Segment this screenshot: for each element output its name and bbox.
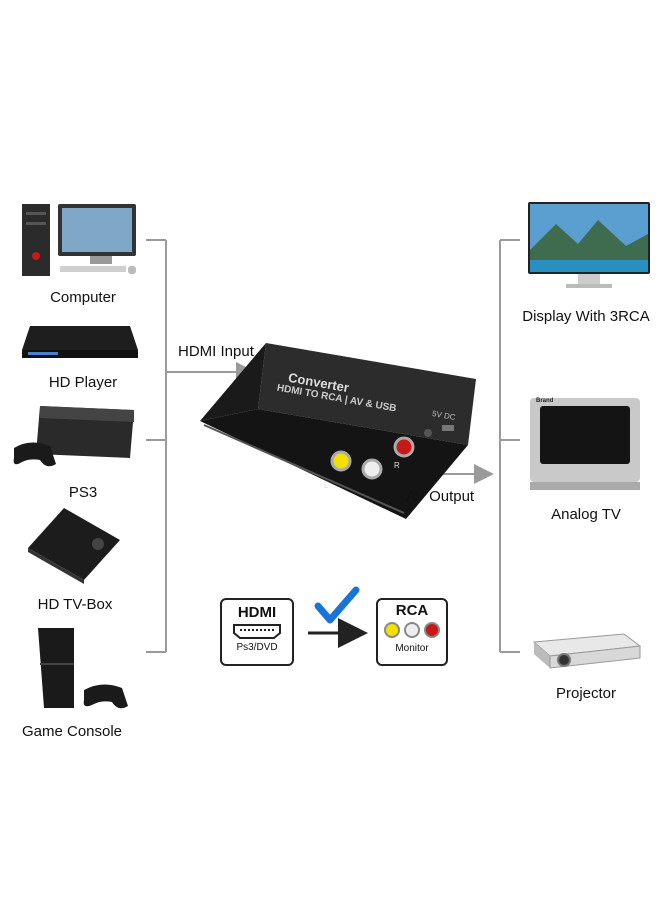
hd-player-icon bbox=[20, 322, 140, 362]
tv-brand: Brand bbox=[536, 398, 553, 404]
converter-rca-l: L bbox=[324, 481, 328, 490]
check-icon bbox=[314, 586, 360, 626]
game-console-icon bbox=[30, 624, 140, 714]
source-label-ps3: PS3 bbox=[0, 484, 166, 501]
computer-icon bbox=[20, 200, 140, 280]
output-label-projector: Projector bbox=[506, 685, 660, 702]
rca-badge-title: RCA bbox=[378, 602, 446, 619]
output-label-analog-tv: Analog TV bbox=[506, 506, 660, 523]
analog-tv-icon: Brand bbox=[528, 396, 642, 492]
rca-badge: RCA Monitor bbox=[376, 598, 448, 666]
rca-jacks-icon bbox=[378, 619, 446, 641]
rca-white-jack bbox=[363, 460, 381, 478]
ps3-icon bbox=[10, 402, 140, 472]
source-label-computer: Computer bbox=[0, 289, 166, 306]
output-label-display: Display With 3RCA bbox=[506, 308, 660, 325]
rca-badge-sub: Monitor bbox=[378, 643, 446, 654]
av-output-label: AV Output bbox=[406, 488, 474, 505]
rca-red-jack bbox=[395, 438, 413, 456]
hdmi-badge-sub: Ps3/DVD bbox=[222, 642, 292, 653]
source-label-hd-player: HD Player bbox=[0, 374, 166, 391]
hdmi-badge: HDMI Ps3/DVD bbox=[220, 598, 294, 666]
display-icon bbox=[526, 200, 652, 292]
converter-rca-r: R bbox=[394, 461, 400, 470]
rca-yellow-jack bbox=[332, 452, 350, 470]
source-label-hd-tv-box: HD TV-Box bbox=[0, 596, 150, 613]
hdmi-badge-title: HDMI bbox=[222, 604, 292, 621]
source-label-game-console: Game Console bbox=[0, 723, 144, 740]
projector-icon bbox=[528, 630, 642, 674]
hdmi-plug-icon bbox=[222, 622, 292, 640]
hd-tv-box-icon bbox=[24, 504, 124, 584]
